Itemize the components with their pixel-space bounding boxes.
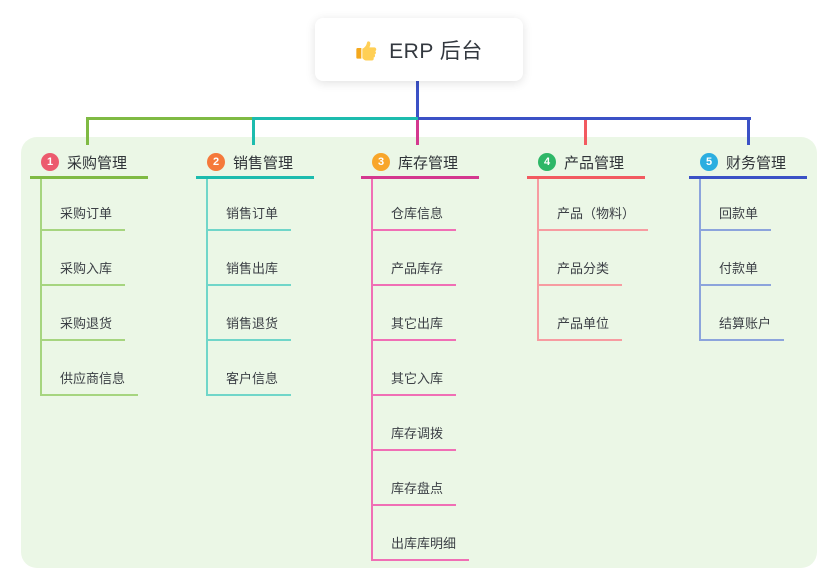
child-topic[interactable]: 销售退货 (208, 286, 292, 341)
child-topic[interactable]: 库存盘点 (373, 451, 457, 506)
child-topic[interactable]: 其它入库 (373, 341, 457, 396)
child-topic-label: 销售订单 (226, 206, 279, 221)
branch-3: 3 库存管理 仓库信息产品库存其它出库其它入库库存调拨库存盘点出库库明细 (361, 148, 479, 561)
child-topic[interactable]: 库存调拨 (373, 396, 457, 451)
child-topic[interactable]: 出库库明细 (373, 506, 470, 561)
child-topic-label: 出库库明细 (391, 536, 457, 551)
child-topic[interactable]: 客户信息 (208, 341, 292, 396)
connector-horizontal-finance (418, 117, 751, 120)
child-topic[interactable]: 采购入库 (42, 231, 126, 286)
branch-2: 2 销售管理 销售订单销售出库销售退货客户信息 (196, 148, 314, 396)
connector-drop-sales (252, 117, 255, 145)
branch-number-badge: 1 (41, 153, 59, 171)
child-topic-label: 回款单 (719, 206, 759, 221)
child-topic-label: 产品库存 (391, 261, 444, 276)
branch-children: 仓库信息产品库存其它出库其它入库库存调拨库存盘点出库库明细 (371, 179, 479, 561)
branch-title-label: 财务管理 (726, 154, 787, 172)
child-topic[interactable]: 产品（物料） (539, 179, 649, 231)
child-topic-label: 产品分类 (557, 261, 610, 276)
child-topic-label: 销售退货 (226, 316, 279, 331)
child-topic-label: 供应商信息 (60, 371, 126, 386)
connector-root-vertical (416, 81, 419, 118)
branch-title-label: 采购管理 (67, 154, 128, 172)
branch-number-badge: 4 (538, 153, 556, 171)
branch-title-label: 库存管理 (398, 154, 459, 172)
branch-header[interactable]: 3 库存管理 (361, 148, 479, 179)
connector-drop-purchase (86, 117, 89, 145)
child-topic-label: 客户信息 (226, 371, 279, 386)
branch-children: 销售订单销售出库销售退货客户信息 (206, 179, 314, 396)
branch-header[interactable]: 1 采购管理 (30, 148, 148, 179)
root-topic[interactable]: ERP 后台 (315, 18, 523, 81)
branch-number-badge: 3 (372, 153, 390, 171)
branch-5: 5 财务管理 回款单付款单结算账户 (689, 148, 807, 341)
branch-children: 产品（物料） 产品分类产品单位 (537, 179, 649, 341)
child-topic[interactable]: 产品库存 (373, 231, 457, 286)
child-topic[interactable]: 付款单 (701, 231, 772, 286)
branch-4: 4 产品管理 产品（物料） 产品分类产品单位 (527, 148, 649, 341)
child-topic[interactable]: 其它出库 (373, 286, 457, 341)
connector-drop-inventory (416, 117, 419, 145)
child-topic[interactable]: 采购退货 (42, 286, 126, 341)
child-topic-label: 付款单 (719, 261, 759, 276)
child-topic-label: 销售出库 (226, 261, 279, 276)
branch-number-badge: 5 (700, 153, 718, 171)
child-topic[interactable]: 采购订单 (42, 179, 126, 231)
branch-children: 回款单付款单结算账户 (699, 179, 807, 341)
branch-children: 采购订单采购入库采购退货供应商信息 (40, 179, 148, 396)
child-topic-label: 其它出库 (391, 316, 444, 331)
branch-header[interactable]: 2 销售管理 (196, 148, 314, 179)
branch-number-badge: 2 (207, 153, 225, 171)
child-topic-label: 库存盘点 (391, 481, 444, 496)
child-topic[interactable]: 销售订单 (208, 179, 292, 231)
branch-header[interactable]: 5 财务管理 (689, 148, 807, 179)
connector-horizontal-sales (252, 117, 419, 120)
branch-1: 1 采购管理 采购订单采购入库采购退货供应商信息 (30, 148, 148, 396)
mindmap-panel (21, 137, 817, 568)
root-topic-label: ERP 后台 (389, 39, 483, 63)
child-topic-label: 库存调拨 (391, 426, 444, 441)
child-topic[interactable]: 供应商信息 (42, 341, 139, 396)
child-topic[interactable]: 仓库信息 (373, 179, 457, 231)
child-topic-label: 产品（物料） (557, 206, 636, 221)
child-topic[interactable]: 产品单位 (539, 286, 623, 341)
child-topic[interactable]: 销售出库 (208, 231, 292, 286)
branch-title-label: 产品管理 (564, 154, 625, 172)
child-topic[interactable]: 产品分类 (539, 231, 623, 286)
connector-drop-product (584, 117, 587, 145)
child-topic-label: 结算账户 (719, 316, 772, 331)
child-topic-label: 其它入库 (391, 371, 444, 386)
child-topic[interactable]: 结算账户 (701, 286, 785, 341)
thumbs-up-icon (355, 38, 379, 62)
connector-horizontal-purchase (86, 117, 255, 120)
branch-title-label: 销售管理 (233, 154, 294, 172)
child-topic-label: 仓库信息 (391, 206, 444, 221)
child-topic-label: 采购退货 (60, 316, 113, 331)
child-topic[interactable]: 回款单 (701, 179, 772, 231)
branch-header[interactable]: 4 产品管理 (527, 148, 645, 179)
child-topic-label: 产品单位 (557, 316, 610, 331)
connector-drop-finance (747, 117, 750, 145)
child-topic-label: 采购订单 (60, 206, 113, 221)
child-topic-label: 采购入库 (60, 261, 113, 276)
